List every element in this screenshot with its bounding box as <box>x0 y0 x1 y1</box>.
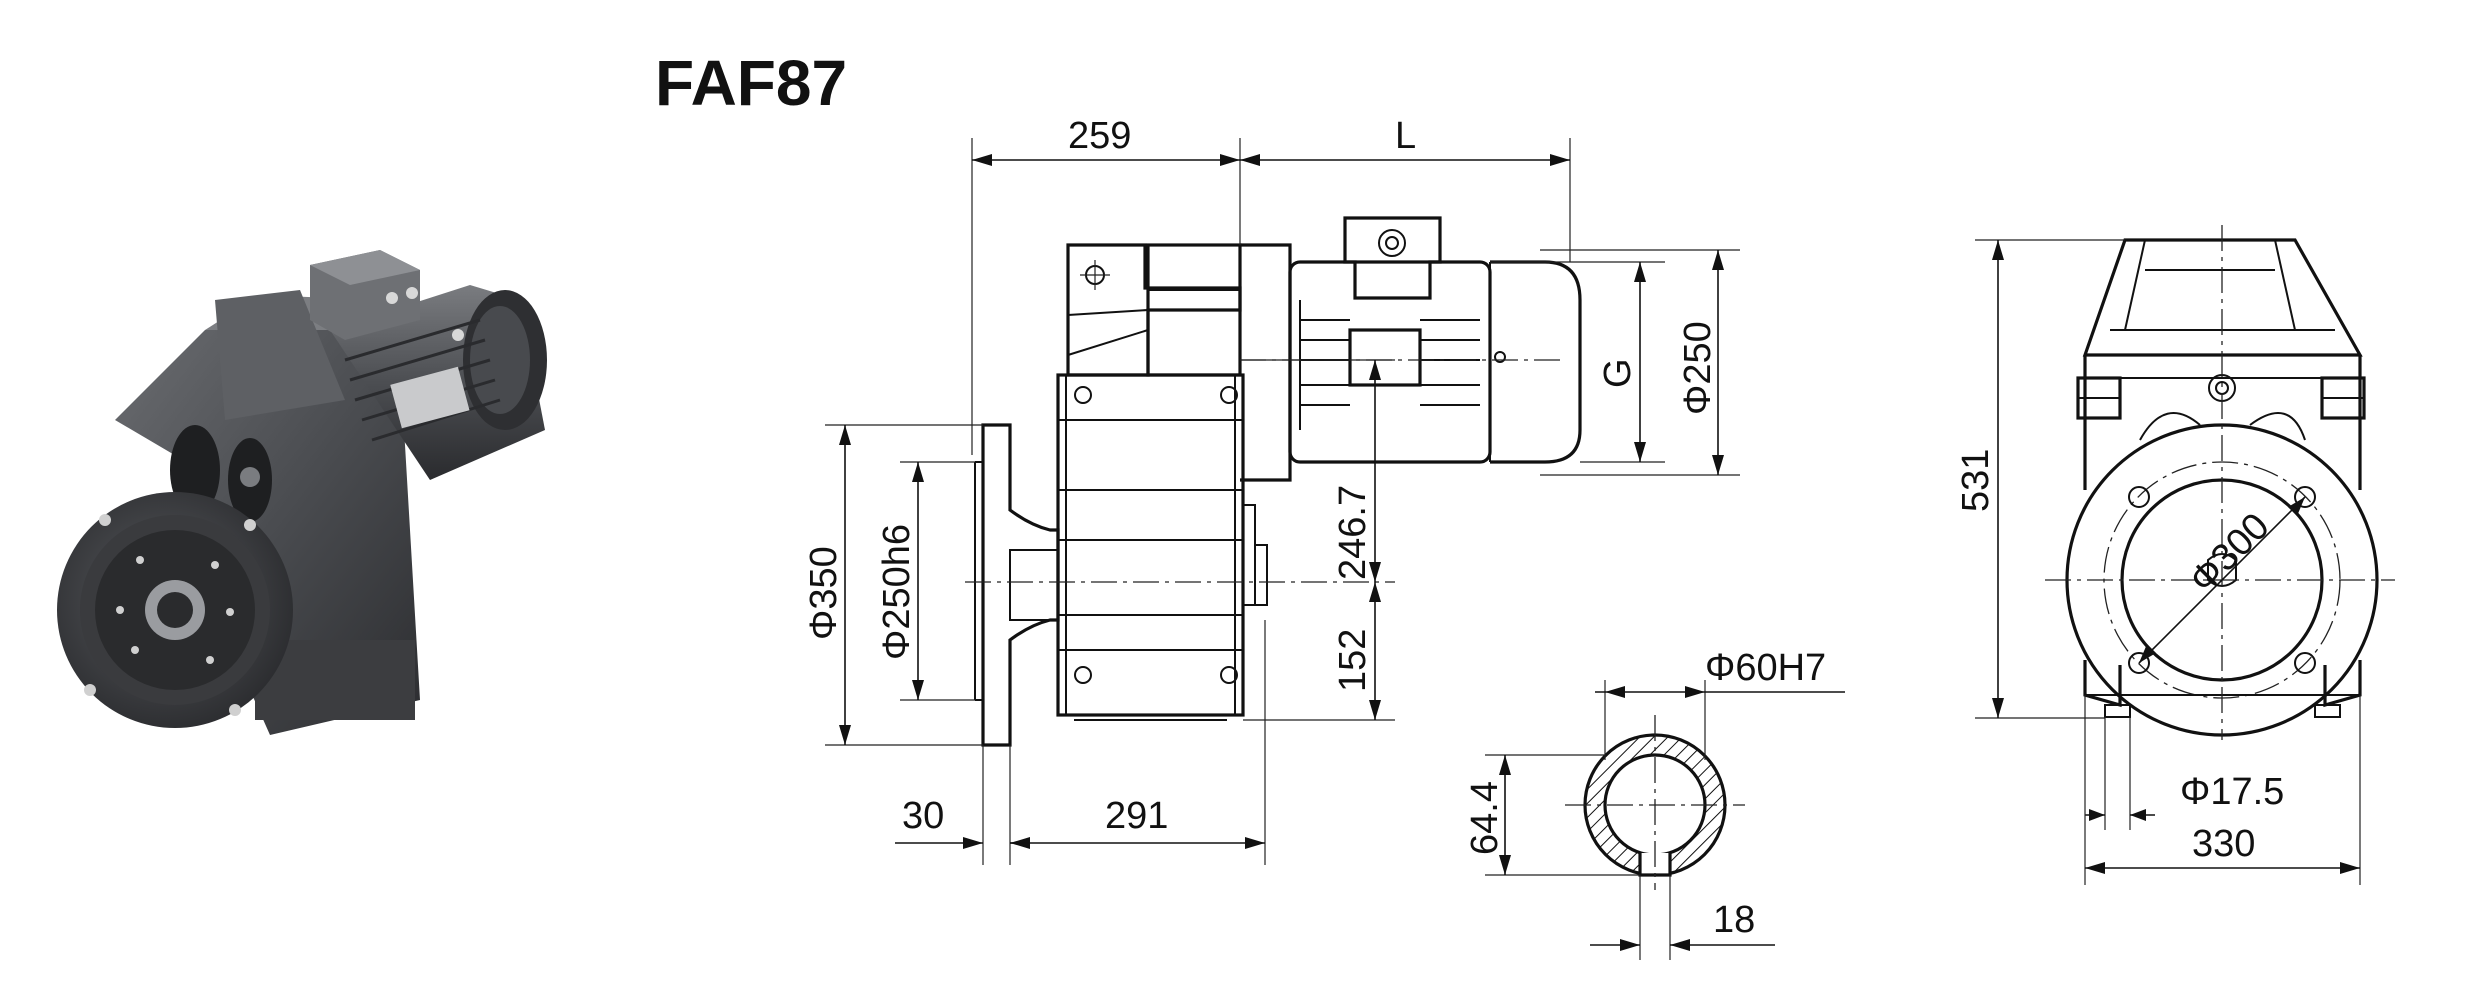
bore-detail: Φ60H7 64.4 18 <box>1464 647 1845 960</box>
dim-bolt-circle: Φ300 <box>2182 505 2278 601</box>
dim-motor-dia: Φ250 <box>1677 321 1719 415</box>
dim-hole: Φ17.5 <box>2180 771 2284 813</box>
dim-291: 291 <box>1105 795 1168 837</box>
dim-30: 30 <box>902 795 944 837</box>
dim-g: G <box>1597 358 1639 388</box>
side-view-dimensions: 531 Φ17.5 330 <box>1955 239 2361 885</box>
dim-l: L <box>1395 115 1416 157</box>
side-view: Φ300 <box>2045 225 2395 740</box>
dim-246-7: 246.7 <box>1332 485 1374 580</box>
product-photo <box>57 250 547 735</box>
dim-flange-outer: Φ350 <box>803 546 845 640</box>
dim-64-4: 64.4 <box>1464 781 1506 855</box>
dim-bore: Φ60H7 <box>1705 647 1826 689</box>
dim-531: 531 <box>1955 449 1997 512</box>
dim-259: 259 <box>1068 115 1131 157</box>
dim-18: 18 <box>1713 899 1755 941</box>
title: FAF87 <box>655 47 847 119</box>
dim-330: 330 <box>2192 823 2255 865</box>
dim-flange-pilot: Φ250h6 <box>876 524 918 660</box>
dim-152: 152 <box>1332 629 1374 692</box>
front-view-dimensions: 259 L G Φ250 246.7 152 <box>803 115 1740 865</box>
front-view <box>965 216 1582 747</box>
